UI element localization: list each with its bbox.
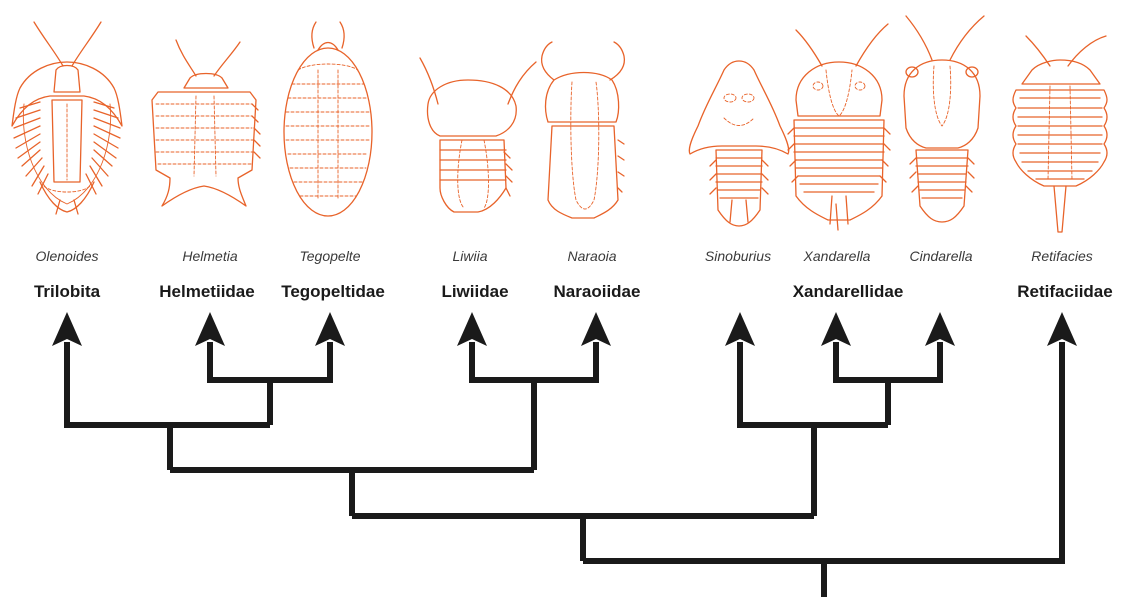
clade-xandarella-cindarella: [836, 342, 940, 380]
family-label-liwiidae: Liwiidae: [441, 282, 508, 301]
genus-label-retifacies: Retifacies: [1031, 248, 1092, 264]
naraoia-illustration: [542, 42, 625, 218]
genus-label-xandarella: Xandarella: [803, 248, 871, 264]
arrow-helmetia: [195, 312, 225, 346]
xandarella-illustration: [788, 24, 890, 230]
clade-trilobitomorph-a: [67, 342, 270, 425]
arrow-tegopelte: [315, 312, 345, 346]
genus-label-olenoides: Olenoides: [35, 248, 98, 264]
tegopelte-illustration: [284, 22, 372, 216]
arrow-liwiia: [457, 312, 487, 346]
arrow-retifacies: [1047, 312, 1077, 346]
arrow-naraoia: [581, 312, 611, 346]
genus-label-tegopelte: Tegopelte: [300, 248, 361, 264]
genus-label-cindarella: Cindarella: [909, 248, 972, 264]
family-label-helmetiidae: Helmetiidae: [159, 282, 254, 301]
arrow-sinoburius: [725, 312, 755, 346]
helmetia-illustration: [152, 40, 260, 206]
genus-label-naraoia: Naraoia: [567, 248, 616, 264]
cladogram-tree: [52, 312, 1077, 597]
genus-label-sinoburius: Sinoburius: [705, 248, 771, 264]
clade-root: [583, 342, 1062, 561]
family-label-retifaciidae: Retifaciidae: [1017, 282, 1112, 301]
family-label-xandarellidae: Xandarellidae: [793, 282, 904, 301]
arrow-olenoides: [52, 312, 82, 346]
genus-labels: Olenoides Helmetia Tegopelte Liwiia Nara…: [35, 248, 1092, 264]
clade-xandarellidae: [740, 342, 888, 425]
clade-liwiia-naraoia: [472, 342, 596, 380]
clade-helmetia-tegopelte: [210, 342, 330, 380]
family-label-tegopeltidae: Tegopeltidae: [281, 282, 385, 301]
genus-label-helmetia: Helmetia: [182, 248, 237, 264]
family-label-trilobita: Trilobita: [34, 282, 101, 301]
retifacies-illustration: [1013, 36, 1107, 232]
sinoburius-illustration: [689, 61, 788, 226]
olenoides-illustration: [12, 22, 122, 214]
arrow-xandarella: [821, 312, 851, 346]
genus-label-liwiia: Liwiia: [452, 248, 487, 264]
family-labels: Trilobita Helmetiidae Tegopeltidae Liwii…: [34, 282, 1113, 301]
liwiia-illustration: [420, 58, 536, 212]
arrow-cindarella: [925, 312, 955, 346]
cindarella-illustration: [904, 16, 984, 222]
family-label-naraoiidae: Naraoiidae: [554, 282, 641, 301]
